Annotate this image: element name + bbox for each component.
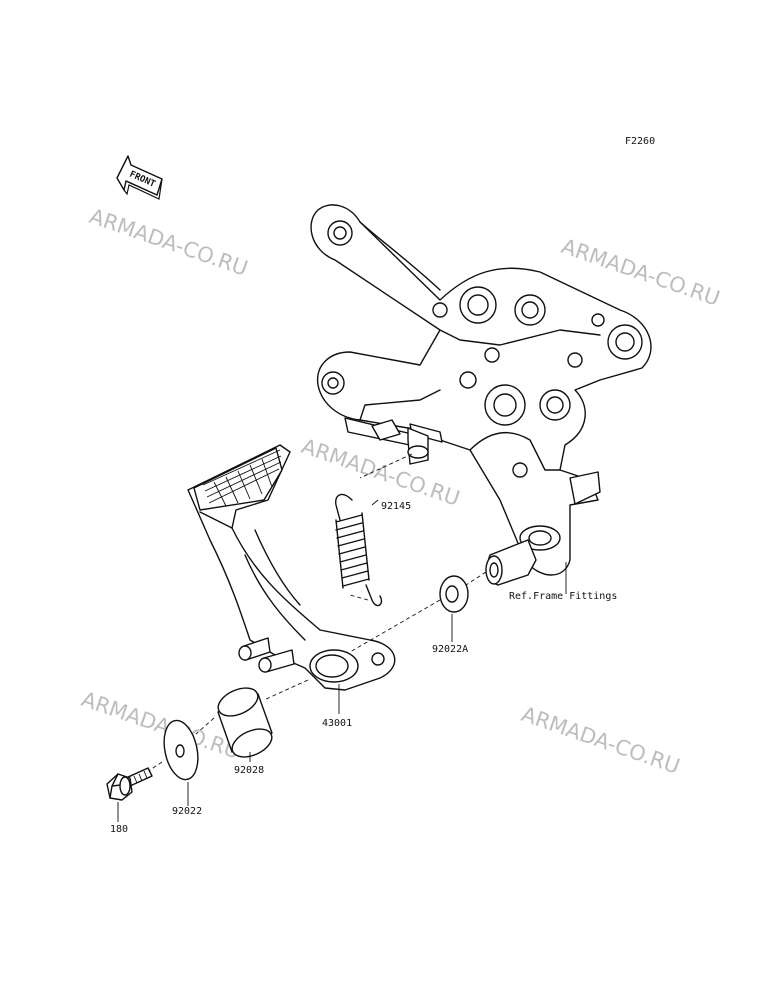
watermark-1: ARMADA-CO.RU	[86, 204, 250, 281]
ref-frame-fittings-note: Ref.Frame Fittings	[509, 591, 617, 602]
watermark-3: ARMADA-CO.RU	[298, 434, 462, 511]
brake-pedal-arm	[187, 444, 396, 691]
diagram-code: F2260	[625, 136, 655, 147]
part-labels: 92145 92022A 43001 92028 92022 180 Ref.F…	[110, 501, 617, 835]
watermark-5: ARMADA-CO.RU	[518, 702, 682, 779]
label-92022a: 92022A	[432, 644, 468, 655]
label-92145: 92145	[381, 501, 411, 512]
label-180: 180	[110, 824, 128, 835]
footpeg-bracket	[310, 204, 652, 586]
leader-lines	[117, 453, 567, 822]
washer-92022a	[439, 575, 469, 613]
watermark-4: ARMADA-CO.RU	[78, 687, 242, 764]
label-92022: 92022	[172, 806, 202, 817]
label-43001: 43001	[322, 718, 352, 729]
bolt-180	[106, 767, 153, 801]
label-92028: 92028	[234, 765, 264, 776]
front-arrow-icon: FRONT	[116, 155, 163, 200]
collar-92028	[217, 687, 273, 758]
washer-92022	[163, 719, 199, 781]
return-spring	[335, 493, 383, 607]
